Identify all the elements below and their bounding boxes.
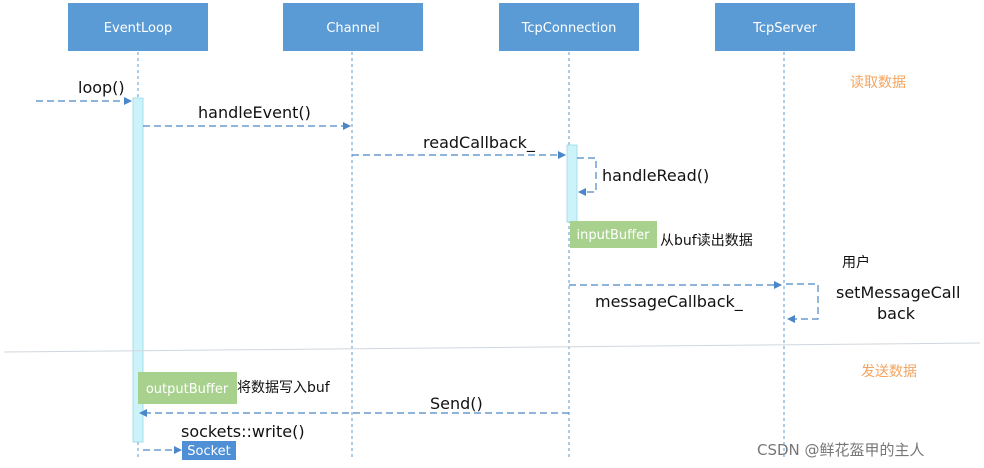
participant-tcpserver: TcpServer xyxy=(715,3,855,51)
input-buffer-label: inputBuffer xyxy=(577,228,651,243)
message-handle-event-label: handleEvent() xyxy=(198,103,311,122)
message-send-label: Send() xyxy=(430,394,483,413)
section-label-read: 读取数据 xyxy=(850,74,906,91)
message-sockets-write: sockets::write() xyxy=(143,422,305,454)
message-loop-label: loop() xyxy=(78,78,125,97)
socket-label: Socket xyxy=(187,444,231,459)
section-label-send: 发送数据 xyxy=(861,364,917,380)
participant-channel: Channel xyxy=(283,3,423,51)
input-buffer-badge: inputBuffer xyxy=(570,221,657,248)
note-write-to-buf: 将数据写入buf xyxy=(237,380,331,396)
participant-tcpconnection-label: TcpConnection xyxy=(521,21,617,36)
participant-channel-label: Channel xyxy=(326,21,379,36)
participant-eventloop-label: EventLoop xyxy=(104,21,172,36)
message-loop: loop() xyxy=(36,78,132,105)
participant-tcpconnection: TcpConnection xyxy=(499,3,639,51)
note-user: 用户 xyxy=(842,254,870,271)
message-message-callback: messageCallback_ xyxy=(569,281,782,312)
note-read-from-buf: 从buf读出数据 xyxy=(660,232,753,249)
output-buffer-label: outputBuffer xyxy=(146,382,229,397)
participant-eventloop: EventLoop xyxy=(68,3,208,51)
message-sockets-write-label: sockets::write() xyxy=(181,422,305,441)
output-buffer-badge: outputBuffer xyxy=(138,372,237,404)
section-divider xyxy=(3,342,981,353)
message-read-callback-label: readCallback_ xyxy=(423,133,536,153)
set-message-callback-label-line2: back xyxy=(877,304,916,323)
message-set-message-callback: setMessageCall back xyxy=(786,283,960,323)
tcpconnection-activation xyxy=(566,144,578,223)
message-handle-read: handleRead() xyxy=(577,157,709,196)
message-handle-read-label: handleRead() xyxy=(602,166,709,185)
watermark: CSDN @鲜花盔甲的主人 xyxy=(757,441,925,459)
message-handle-event: handleEvent() xyxy=(143,103,351,130)
set-message-callback-label-line1: setMessageCall xyxy=(836,283,960,302)
eventloop-activation xyxy=(132,97,144,443)
message-send: Send() xyxy=(139,394,569,417)
message-message-callback-label: messageCallback_ xyxy=(595,292,744,312)
socket-badge: Socket xyxy=(182,441,236,460)
message-read-callback: readCallback_ xyxy=(352,133,566,159)
participant-tcpserver-label: TcpServer xyxy=(752,21,817,36)
